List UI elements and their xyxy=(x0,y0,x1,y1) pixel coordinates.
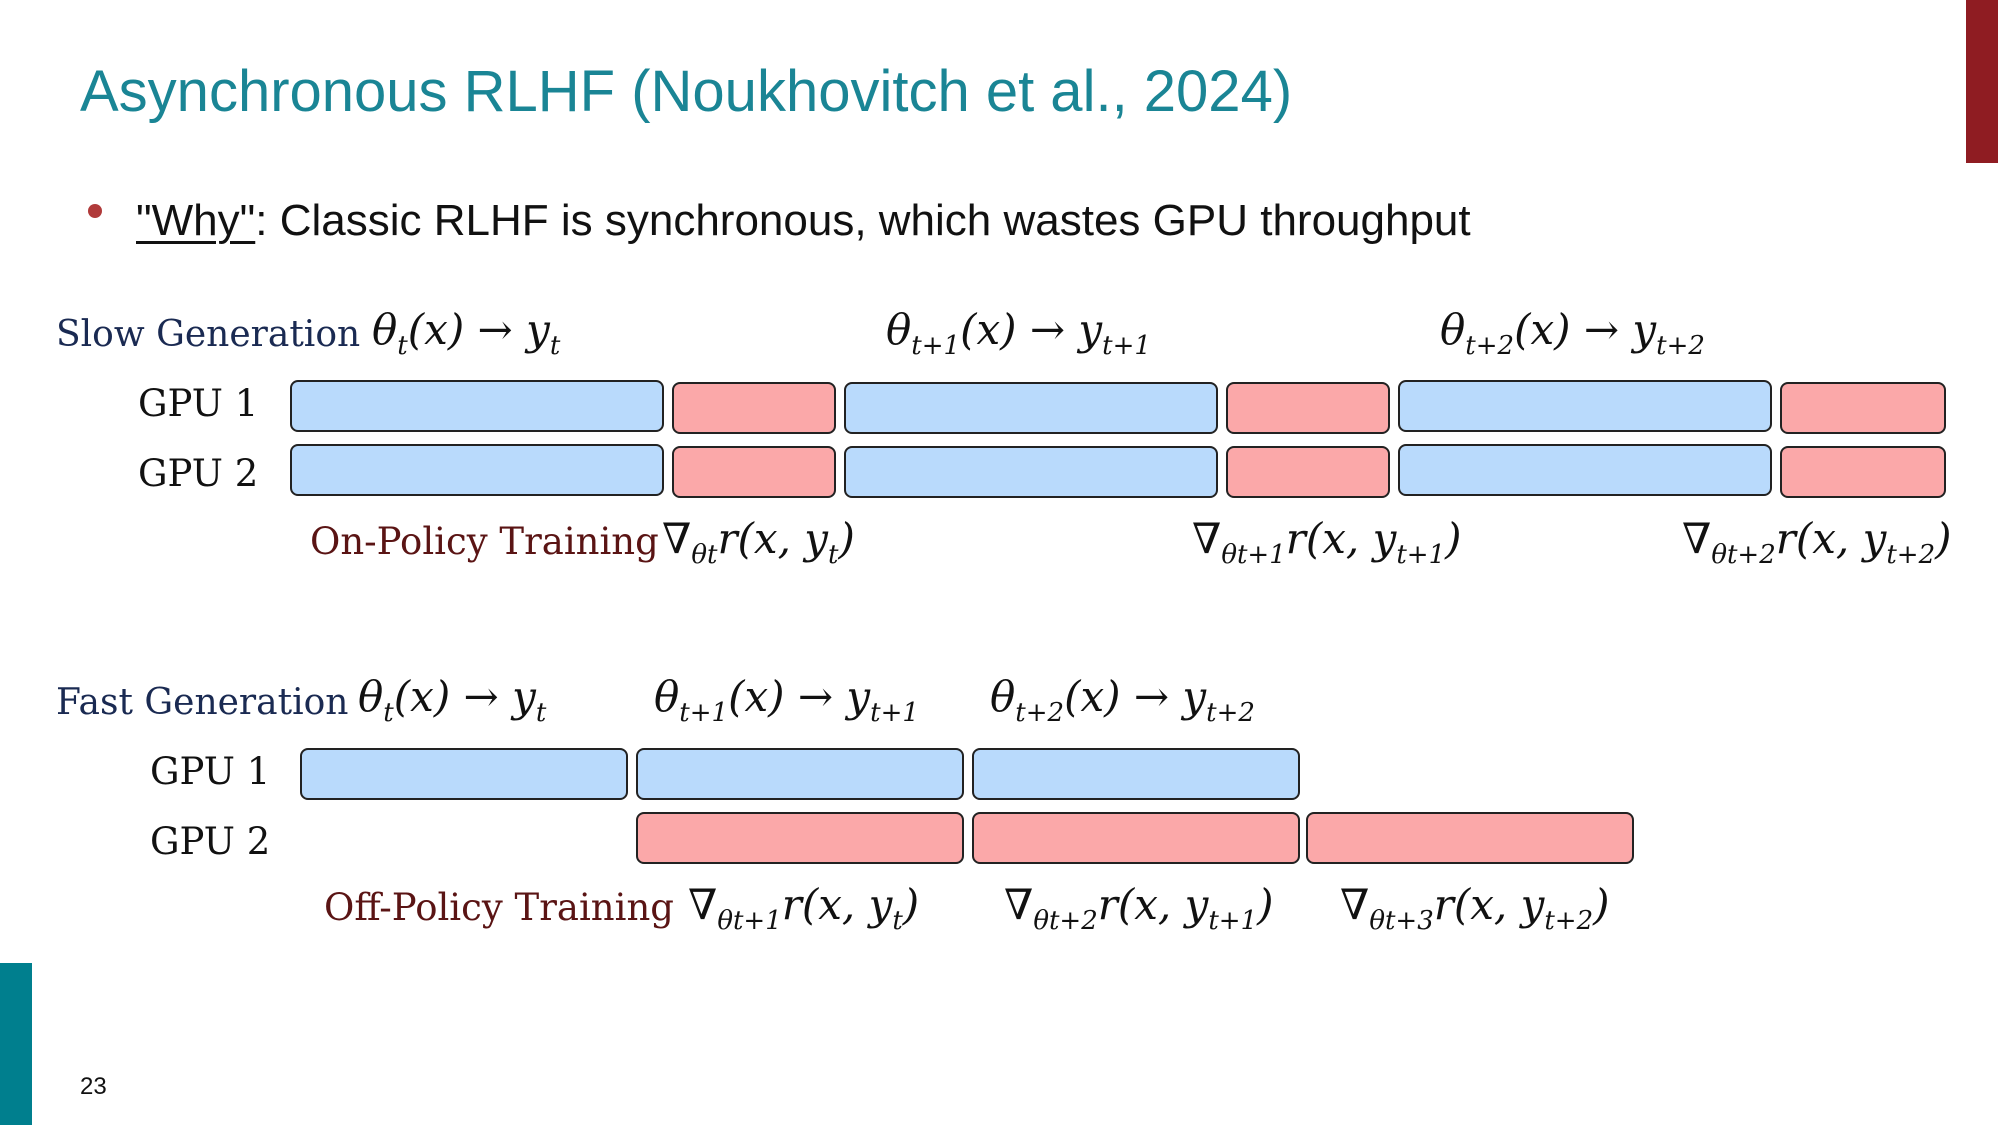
slow-gpu1-training-block xyxy=(1780,382,1946,434)
fast-gpu2-training-block xyxy=(1306,812,1634,864)
fast-gpu1-generation-block xyxy=(972,748,1300,800)
fast-gpu2-training-block xyxy=(636,812,964,864)
page-number: 23 xyxy=(80,1073,107,1100)
slow-grad-label-3: ∇θt+2r(x, yt+2) xyxy=(1682,514,1952,570)
slow-generation-heading: Slow Generation xyxy=(56,314,361,355)
slow-gpu2-training-block xyxy=(1780,446,1946,498)
fast-generation-heading: Fast Generation xyxy=(56,682,349,723)
fast-grad-label-3: ∇θt+3r(x, yt+2) xyxy=(1340,880,1610,936)
bullet-body: : Classic RLHF is synchronous, which was… xyxy=(255,196,1471,245)
fast-grad-label-1: ∇θt+1r(x, yt) xyxy=(688,880,920,936)
fast-gpu1-generation-block xyxy=(636,748,964,800)
fast-gpu2-training-block xyxy=(972,812,1300,864)
slow-gpu2-label: GPU 2 xyxy=(138,452,259,495)
slow-gpu2-generation-block xyxy=(290,444,664,496)
on-policy-training-label: On-Policy Training xyxy=(310,520,659,563)
fast-gpu1-generation-block xyxy=(300,748,628,800)
slow-gpu1-generation-block xyxy=(290,380,664,432)
slow-gen-label-1: θt(x) → yt xyxy=(372,305,561,361)
slow-gpu2-training-block xyxy=(672,446,836,498)
slow-gpu1-training-block xyxy=(1226,382,1390,434)
slow-gpu2-generation-block xyxy=(1398,444,1772,496)
slow-gpu1-generation-block xyxy=(844,382,1218,434)
fast-gpu2-label: GPU 2 xyxy=(150,820,271,863)
side-accent-bar xyxy=(0,963,32,1125)
slow-gpu1-generation-block xyxy=(1398,380,1772,432)
bullet-emphasis: "Why" xyxy=(136,196,256,245)
fast-grad-label-2: ∇θt+2r(x, yt+1) xyxy=(1004,880,1274,936)
slow-gpu2-generation-block xyxy=(844,446,1218,498)
slow-gpu2-training-block xyxy=(1226,446,1390,498)
slow-gen-label-3: θt+2(x) → yt+2 xyxy=(1440,305,1705,361)
slow-gpu1-label: GPU 1 xyxy=(138,382,259,425)
fast-gen-label-1: θt(x) → yt xyxy=(358,672,547,728)
corner-accent-bar xyxy=(1966,0,1998,163)
slow-gen-label-2: θt+1(x) → yt+1 xyxy=(886,305,1151,361)
fast-gen-label-3: θt+2(x) → yt+2 xyxy=(990,672,1255,728)
slow-grad-label-2: ∇θt+1r(x, yt+1) xyxy=(1192,514,1462,570)
slow-grad-label-1: ∇θtr(x, yt) xyxy=(662,514,855,570)
bullet-item: "Why": Classic RLHF is synchronous, whic… xyxy=(136,196,1471,246)
fast-gpu1-label: GPU 1 xyxy=(150,750,271,793)
fast-gen-label-2: θt+1(x) → yt+1 xyxy=(654,672,919,728)
slow-gpu1-training-block xyxy=(672,382,836,434)
bullet-icon xyxy=(88,204,102,218)
slide-title: Asynchronous RLHF (Noukhovitch et al., 2… xyxy=(80,59,1293,124)
off-policy-training-label: Off-Policy Training xyxy=(324,886,674,929)
